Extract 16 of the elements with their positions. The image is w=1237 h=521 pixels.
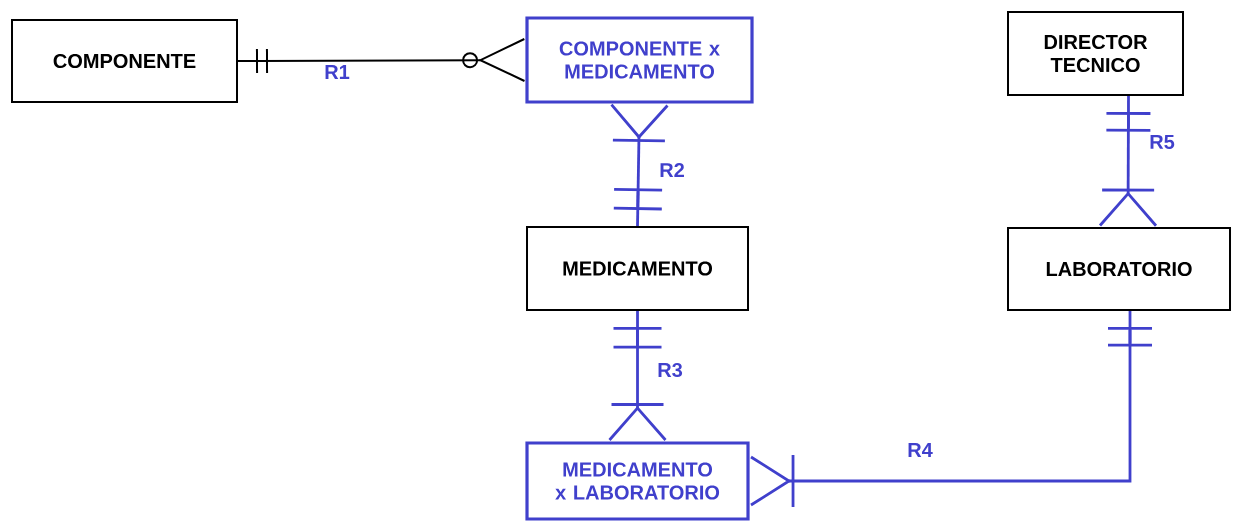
edge-label: R1 — [322, 63, 352, 81]
entity-box: MEDICAMENTO x LABORATORIO — [525, 441, 750, 521]
relationship-line — [238, 38, 526, 82]
entity-box: COMPONENTE — [11, 19, 238, 103]
entity-box: LABORATORIO — [1007, 227, 1231, 311]
relationship-line — [1098, 96, 1158, 227]
relationship-line — [750, 311, 1152, 507]
edge-label: R3 — [655, 360, 685, 380]
entity-box: MEDICAMENTO — [526, 226, 749, 311]
edge-label: R5 — [1147, 133, 1177, 151]
edge-label: R4 — [905, 441, 935, 459]
entity-box: COMPONENTE x MEDICAMENTO — [525, 16, 754, 104]
entity-box: DIRECTOR TECNICO — [1007, 11, 1184, 96]
edge-label: R2 — [657, 161, 687, 179]
relationship-line — [608, 311, 667, 441]
relationship-line — [610, 103, 669, 227]
